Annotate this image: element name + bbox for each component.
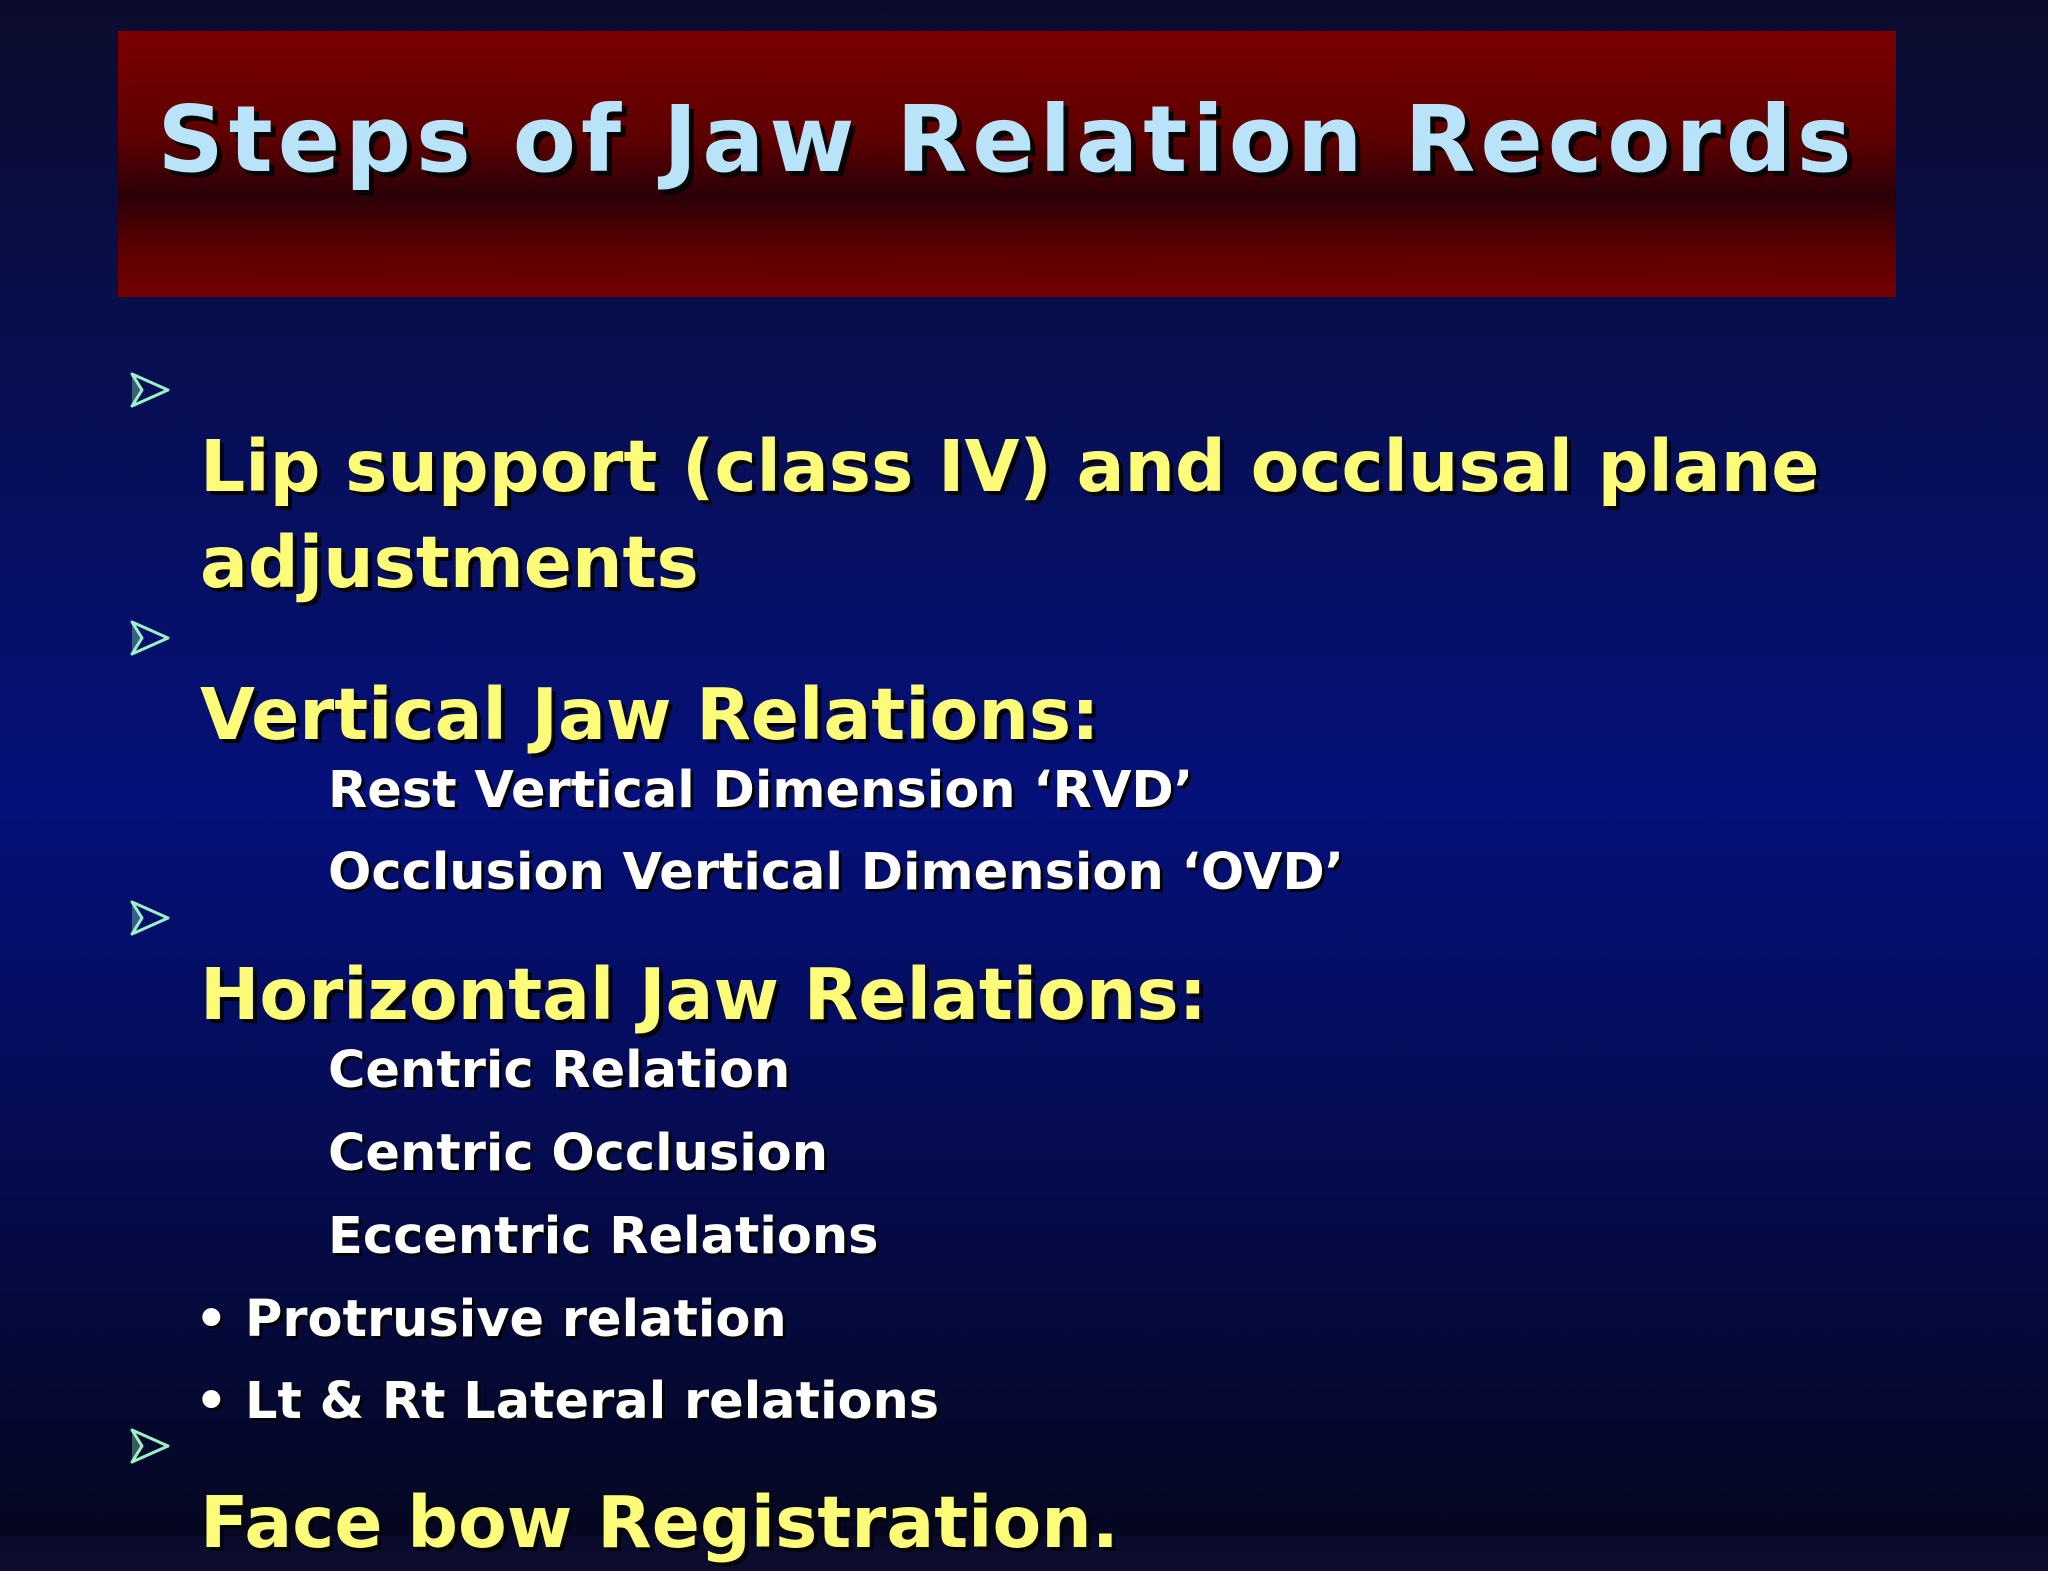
slide-title: Steps of Jaw Relation Records xyxy=(157,86,1857,193)
bullet-dot: • xyxy=(195,1372,228,1431)
bullet-protrusive-relation: • Protrusive relation xyxy=(195,1288,787,1352)
arrow-bullet-icon xyxy=(130,900,170,936)
bullet-dot: • xyxy=(195,1290,228,1349)
bullet-text: Lt & Rt Lateral relations xyxy=(245,1372,940,1431)
item-horizontal-jaw-relations: Horizontal Jaw Relations: xyxy=(200,953,1208,1036)
title-banner: Steps of Jaw Relation Records xyxy=(118,31,1896,297)
subitem-centric-relation: Centric Relation xyxy=(328,1041,791,1100)
item-vertical-jaw-relations: Vertical Jaw Relations: xyxy=(200,673,1100,756)
bullet-text: Protrusive relation xyxy=(245,1290,787,1349)
subitem-eccentric-relations: Eccentric Relations xyxy=(328,1207,879,1266)
arrow-bullet-icon xyxy=(130,1428,170,1464)
arrow-bullet-icon xyxy=(130,372,170,408)
bullet-lateral-relations: • Lt & Rt Lateral relations xyxy=(195,1370,939,1434)
subitem-ovd: Occlusion Vertical Dimension ‘OVD’ xyxy=(328,843,1345,902)
arrow-bullet-icon xyxy=(130,620,170,656)
subitem-rvd: Rest Vertical Dimension ‘RVD’ xyxy=(328,761,1194,820)
item-lip-support: Lip support (class IV) and occlusal plan… xyxy=(200,425,1820,604)
subitem-centric-occlusion: Centric Occlusion xyxy=(328,1124,829,1183)
item-face-bow-registration: Face bow Registration. xyxy=(200,1481,1119,1564)
